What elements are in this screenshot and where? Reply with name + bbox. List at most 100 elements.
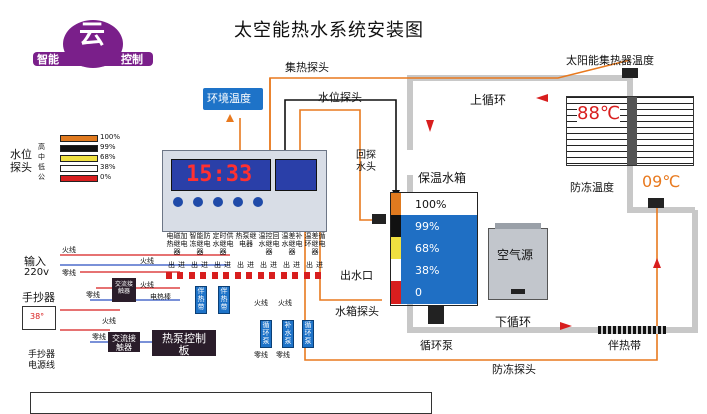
io-label: 出: [306, 261, 313, 269]
level-marker: [391, 193, 401, 215]
neutral-label-2: 零线: [86, 291, 100, 299]
live-label-3: 火线: [140, 281, 154, 289]
io-label: 进: [201, 261, 208, 269]
legend-value: 99%: [100, 143, 116, 151]
io-label: 出: [237, 261, 244, 269]
level-probe-wire: [284, 99, 397, 192]
io-row: 出 进 出 进 出 进 出 进 出 进 出 进 出 进: [164, 262, 329, 272]
heat-pump-panel: 热泵控制板: [152, 330, 216, 357]
upper-circ-label: 上循环: [470, 93, 507, 107]
heat-tape-label: 伴热带: [608, 339, 641, 352]
io-label: 出: [168, 261, 175, 269]
terminal-block: [281, 272, 287, 279]
io-label: 进: [247, 261, 254, 269]
live-label-5: 火线: [254, 299, 268, 307]
terminal-block: [315, 272, 321, 279]
legend-value: 100%: [100, 133, 121, 141]
antifreeze-temp-label: 防冻温度: [570, 181, 614, 194]
io-label: 出: [214, 261, 221, 269]
env-temp-label: 环境温度: [207, 92, 251, 105]
circulation-pump-label: 循环泵: [420, 339, 453, 352]
air-source-top: [495, 223, 541, 229]
contactor-2: 交流接触器: [108, 332, 140, 352]
solar-probe: [622, 68, 638, 78]
neutral-label-3: 零线: [92, 333, 106, 341]
controller-time: 15:33: [186, 162, 253, 187]
legend-swatch: [60, 155, 98, 162]
logo-center: 云: [79, 20, 106, 50]
live-label-6: 火线: [278, 299, 292, 307]
return-probe-label: 回探水头: [356, 150, 376, 173]
io-label: 出: [191, 261, 198, 269]
tank-level-row: 38%: [391, 259, 477, 282]
live-label-4: 火线: [102, 317, 116, 325]
tank-level-row: 0: [391, 281, 477, 304]
controller-icon-panel: [275, 159, 317, 191]
heating-rod-label: 电热棒: [150, 293, 171, 301]
terminal-block: [200, 272, 206, 279]
antifreeze-probe: [648, 198, 664, 208]
controller-unit: 15:33: [162, 150, 327, 232]
io-label: 进: [270, 261, 277, 269]
io-label: 进: [293, 261, 300, 269]
terminal-label-row: 电磁加热继电器 智能防冻继电器 定时供水继电器 热泵继电器 温控回水继电器 温差…: [164, 232, 329, 272]
antifreeze-probe-label: 防冻探头: [492, 363, 536, 376]
lower-circ-label: 下循环: [495, 315, 532, 329]
terminal-block: [235, 272, 241, 279]
terminal-block: [269, 272, 275, 279]
hand-copy-display: 38°: [30, 312, 45, 321]
antifreeze-wire: [304, 205, 658, 361]
terminal-label: 温控回水继电器: [258, 232, 280, 256]
terminal-block: [177, 272, 183, 279]
terminal-label: 温差补水继电器: [281, 232, 303, 256]
terminal-label: 电磁加热继电器: [166, 232, 188, 256]
level-value: 100%: [415, 198, 447, 211]
terminal-block: [292, 272, 298, 279]
logo-left: 智能: [37, 53, 59, 66]
terminal-block: [246, 272, 252, 279]
relay-box-label: 循环泵: [262, 321, 270, 345]
controller-button[interactable]: [213, 197, 223, 207]
legend-value: 68%: [100, 153, 116, 161]
io-label: 出: [260, 261, 267, 269]
return-wire: [299, 109, 372, 221]
controller-button[interactable]: [233, 197, 243, 207]
level-marker: [391, 281, 401, 304]
controller-screen: 15:33: [171, 159, 271, 191]
heat-pump-panel-label: 热泵控制板: [162, 332, 206, 357]
contactor-2-label: 交流接触器: [112, 334, 136, 352]
level-legend: 100% 高 99% 中 68% 低 38% 公 0%: [38, 134, 128, 184]
neutral-label-1: 零线: [62, 269, 76, 277]
relay-box-5: 循环泵: [302, 320, 314, 348]
level-value: 0: [415, 286, 422, 299]
terminal-block: [304, 272, 310, 279]
tank-level-row: 68%: [391, 237, 477, 260]
relay-box-2: 伴热带: [218, 286, 230, 314]
controller-button[interactable]: [173, 197, 183, 207]
live-label-1: 火线: [62, 246, 76, 254]
legend-swatch: [60, 175, 98, 182]
env-temp-box: 环境温度: [203, 88, 263, 110]
legend-swatch: [60, 165, 98, 172]
air-source-unit: 空气源: [488, 223, 548, 300]
return-probe-valve: [372, 214, 386, 224]
arrow-up-right: [653, 258, 661, 268]
hand-copy-device: 38°: [22, 306, 56, 330]
bottom-note-box: [30, 392, 432, 414]
level-marker: [391, 215, 401, 237]
controller-buttons: [173, 195, 313, 209]
terminal-label: 智能防冻继电器: [189, 232, 211, 256]
tank-level-row: 99%: [391, 215, 477, 238]
relay-box-4: 补水泵: [282, 320, 294, 348]
input-voltage: 220v: [24, 267, 50, 278]
controller-button[interactable]: [193, 197, 203, 207]
logo-right: 控制: [121, 53, 143, 66]
diagram-title: 太空能热水系统安装图: [234, 20, 424, 41]
controller-button[interactable]: [253, 197, 263, 207]
arrow-right-lower: [560, 322, 572, 330]
legend-swatch: [60, 145, 98, 152]
neutral-label-4: 零线: [254, 351, 268, 359]
terminal-block: [212, 272, 218, 279]
relay-box-label: 伴热带: [197, 287, 205, 311]
contactor-1: 交流接触器: [112, 278, 136, 302]
